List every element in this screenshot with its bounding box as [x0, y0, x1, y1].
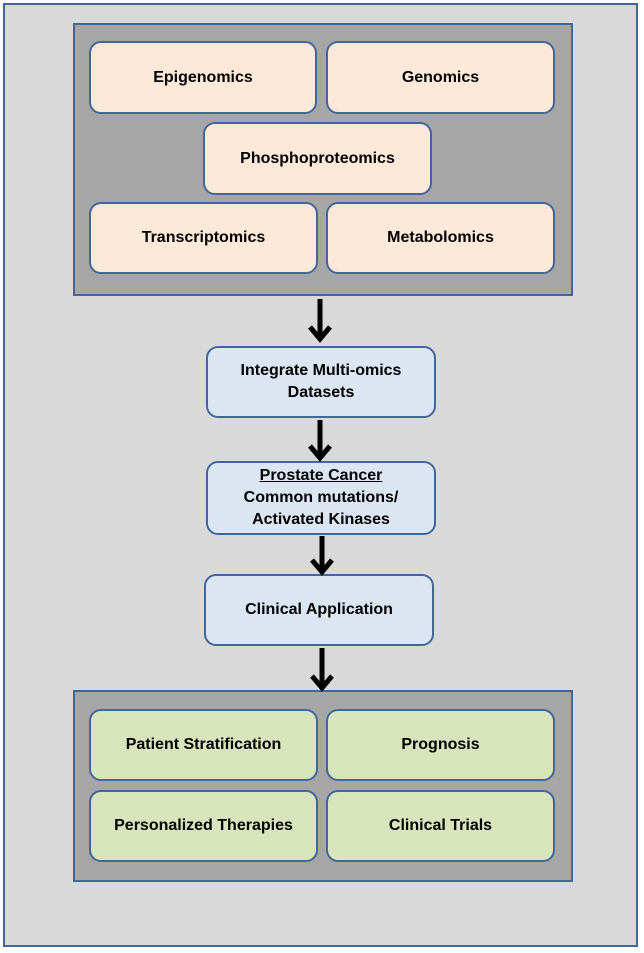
genomics-label: Genomics	[401, 68, 480, 86]
integrate-datasets-box: Integrate Multi-omics Datasets	[206, 346, 436, 418]
clinical-trials-label: Clinical Trials	[388, 817, 493, 834]
transcriptomics-box: Transcriptomics	[89, 202, 318, 274]
genomics-box: Genomics	[326, 41, 555, 114]
prognosis-label: Prognosis	[401, 736, 480, 753]
metabolomics-box: Metabolomics	[326, 202, 555, 274]
arrow-prostate-to-clinical	[310, 536, 334, 576]
clinical-application-box: Clinical Application	[204, 574, 434, 646]
patient-stratification-label: Patient Stratification	[125, 736, 282, 753]
outcomes-group: Patient Stratification Prognosis Persona…	[73, 690, 573, 882]
diagram-frame: Epigenomics Genomics Phosphoproteomics T…	[3, 3, 638, 947]
prostate-cancer-title: Prostate Cancer	[259, 467, 383, 484]
integrate-line2: Datasets	[287, 384, 355, 401]
prostate-line2: Common mutations/	[243, 489, 399, 506]
epigenomics-box: Epigenomics	[89, 41, 317, 114]
phosphoproteomics-label: Phosphoproteomics	[240, 149, 395, 167]
arrow-integrate-to-prostate	[308, 420, 332, 462]
epigenomics-label: Epigenomics	[153, 68, 253, 86]
prostate-cancer-box: Prostate Cancer Common mutations/ Activa…	[206, 461, 436, 535]
prognosis-box: Prognosis	[326, 709, 555, 781]
metabolomics-label: Metabolomics	[387, 229, 494, 246]
clinical-application-label: Clinical Application	[245, 601, 393, 618]
transcriptomics-label: Transcriptomics	[141, 229, 266, 246]
integrate-line1: Integrate Multi-omics	[240, 362, 402, 379]
personalized-therapies-box: Personalized Therapies	[89, 790, 318, 862]
clinical-trials-box: Clinical Trials	[326, 790, 555, 862]
personalized-therapies-label: Personalized Therapies	[114, 817, 293, 834]
prostate-line3: Activated Kinases	[252, 511, 390, 528]
phosphoproteomics-box: Phosphoproteomics	[203, 122, 432, 195]
arrow-omics-to-integrate	[308, 299, 332, 343]
arrow-clinical-to-outcomes	[310, 648, 334, 692]
omics-group: Epigenomics Genomics Phosphoproteomics T…	[73, 23, 573, 296]
patient-stratification-box: Patient Stratification	[89, 709, 318, 781]
